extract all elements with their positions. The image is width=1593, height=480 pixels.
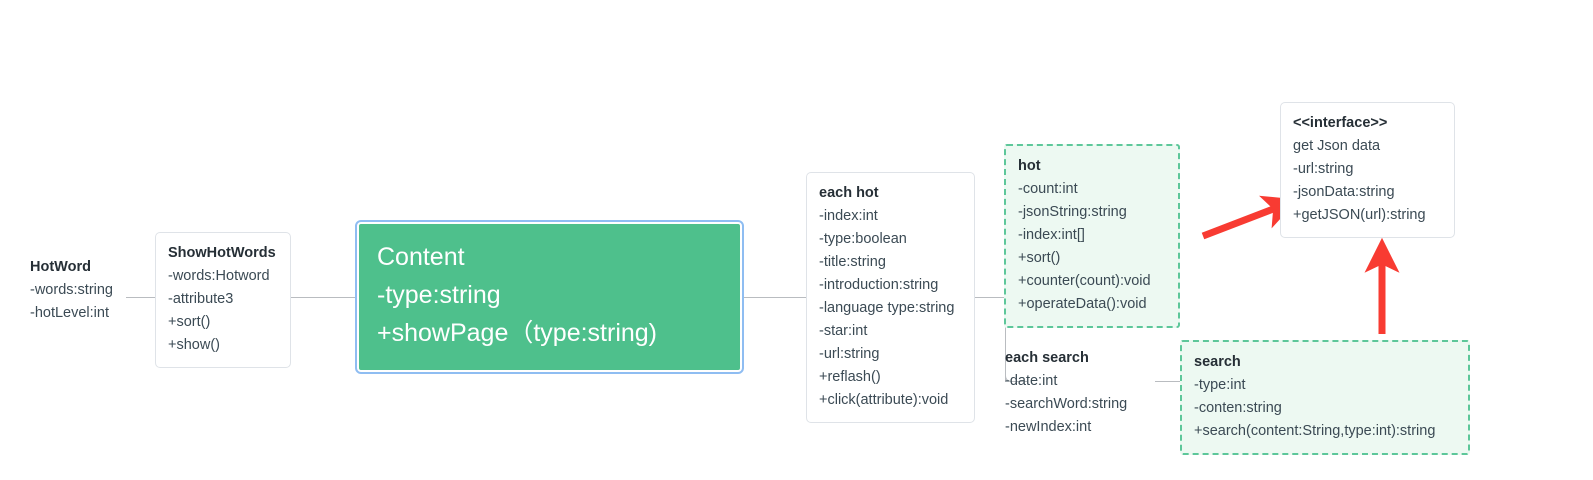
class-attribute: -url:string [1293,161,1354,177]
class-node-content-selected[interactable]: Content -type:string +showPage（type:stri… [355,220,744,374]
class-node-each-hot[interactable]: each hot -index:int -type:boolean -title… [806,172,975,423]
class-title-content: Content [377,243,465,271]
class-node-hot[interactable]: hot -count:int -jsonString:string -index… [1004,144,1180,328]
class-attribute: -index:int [819,208,878,224]
class-attribute: -introduction:string [819,277,939,293]
class-node-each-search[interactable]: each search -date:int -searchWord:string… [1005,347,1127,439]
class-attribute: -url:string [819,346,880,362]
class-attribute: -type:int [1194,377,1246,393]
arrow-hot-to-interface [1201,195,1298,240]
class-attribute: -conten:string [1194,400,1282,416]
class-attribute: -type:string [377,281,501,309]
class-title-hot: hot [1018,158,1041,174]
class-attribute: -jsonData:string [1293,184,1395,200]
class-attribute: -type:boolean [819,231,907,247]
class-attribute: -attribute3 [168,291,234,307]
class-attribute: -count:int [1018,181,1078,197]
class-method: +reflash() [819,369,881,385]
class-method: +counter(count):void [1018,273,1151,289]
class-node-showhotwords[interactable]: ShowHotWords -words:Hotword -attribute3 … [155,232,291,368]
class-title-each-search: each search [1005,350,1089,366]
connector-hotword-to-showhotwords [126,297,156,298]
class-attribute: -searchWord:string [1005,396,1128,412]
class-node-hotword[interactable]: HotWord -words:string -hotLevel:int [30,256,113,325]
class-method: +click(attribute):void [819,392,949,408]
class-attribute: -newIndex:int [1005,419,1092,435]
connector-branch-to-eachsearch [1005,372,1027,382]
connector-eachsearch-to-search [1155,381,1200,382]
class-attribute: -date:int [1005,373,1058,389]
class-attribute: -words:string [30,282,113,298]
class-attribute: -words:Hotword [168,268,270,284]
class-attribute: -jsonString:string [1018,204,1127,220]
connector-eachhot-branch-stem [975,297,1005,298]
class-node-interface[interactable]: <<interface>> get Json data -url:string … [1280,102,1455,238]
class-attribute: -language type:string [819,300,955,316]
class-attribute: -title:string [819,254,886,270]
class-title-interface: get Json data [1293,138,1381,154]
class-title-hotword: HotWord [30,259,91,275]
class-method: +showPage（type:string) [377,319,658,347]
class-title-search: search [1194,354,1241,370]
class-method: +sort() [1018,250,1061,266]
class-method: +getJSON(url):string [1293,207,1426,223]
connector-showhotwords-to-content [291,297,355,298]
class-attribute: -star:int [819,323,868,339]
connector-content-to-eachhot [742,297,806,298]
class-attribute: -index:int[] [1018,227,1085,243]
class-title-each-hot: each hot [819,185,879,201]
class-method: +sort() [168,314,211,330]
class-attribute: -hotLevel:int [30,305,109,321]
class-stereotype-interface: <<interface>> [1293,115,1388,131]
class-method: +show() [168,337,220,353]
class-method: +operateData():void [1018,296,1147,312]
class-title-showhotwords: ShowHotWords [168,245,276,261]
class-method: +search(content:String,type:int):string [1194,423,1436,439]
class-node-search[interactable]: search -type:int -conten:string +search(… [1180,340,1470,455]
